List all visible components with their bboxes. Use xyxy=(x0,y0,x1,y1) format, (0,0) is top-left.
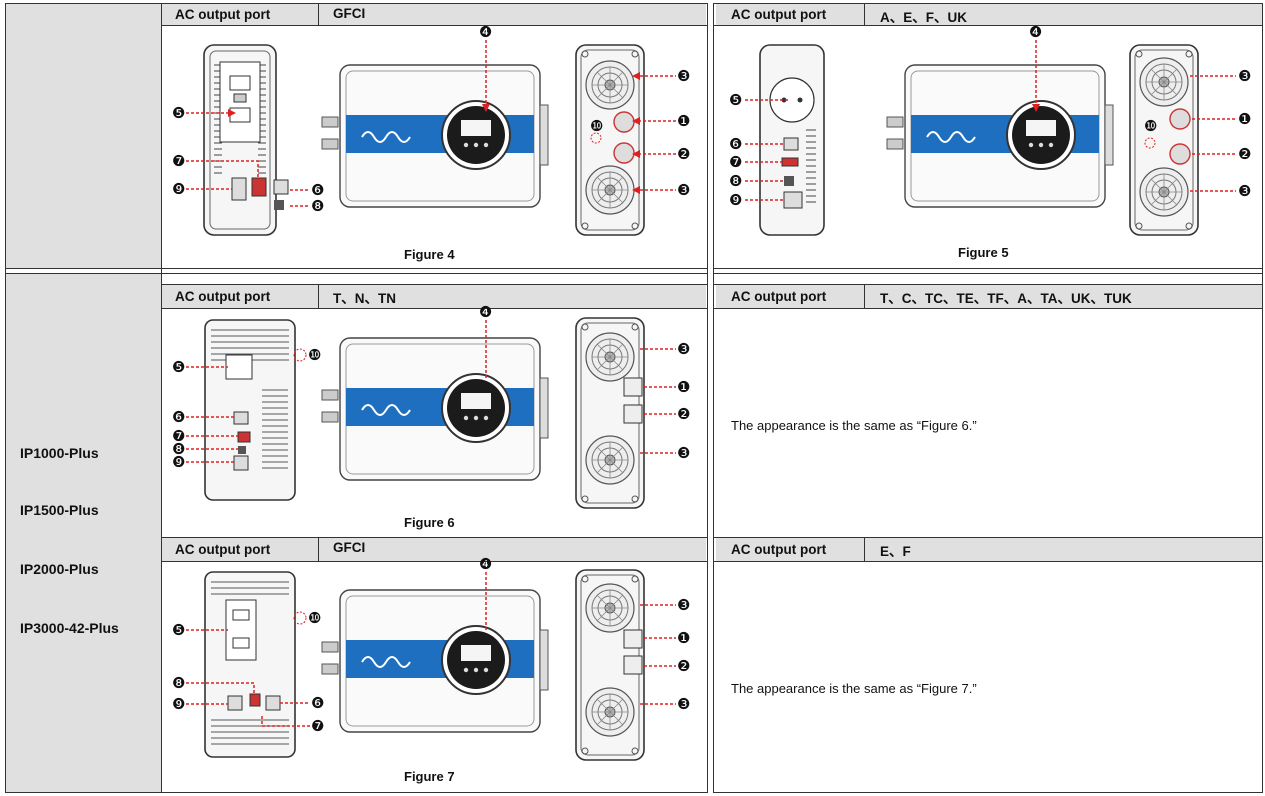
header-label: AC output port xyxy=(175,542,271,557)
header-value: GFCI xyxy=(333,6,366,21)
hdr-sep-fig6-alt xyxy=(864,284,865,308)
callout-3: ❸ xyxy=(1238,182,1251,200)
figure-caption: Figure 4 xyxy=(404,247,455,262)
callout-7: ❼ xyxy=(172,152,185,170)
hdr-sep-fig4 xyxy=(318,3,319,25)
header-label: AC output port xyxy=(731,542,827,557)
callout-10: ❿ xyxy=(590,117,603,135)
callout-9: ❾ xyxy=(729,191,742,209)
callout-4: ❹ xyxy=(479,303,492,321)
callout-7: ❼ xyxy=(311,717,324,735)
callout-10: ❿ xyxy=(1144,117,1157,135)
header-row-fig4 xyxy=(161,3,706,25)
hdr-sep-fig7-alt xyxy=(864,537,865,561)
appearance-note: The appearance is the same as “Figure 6.… xyxy=(731,418,977,433)
callout-3: ❸ xyxy=(1238,67,1251,85)
callout-3: ❸ xyxy=(677,67,690,85)
header-label: AC output port xyxy=(175,7,271,22)
callout-2: ❷ xyxy=(677,145,690,163)
header-value: GFCI xyxy=(333,540,366,555)
appearance-note: The appearance is the same as “Figure 7.… xyxy=(731,681,977,696)
figure-4-illustration: ❹ ❺ ❼ ❾ ❻ ❽ ❸ ❶ ❷ ❸ ❿ xyxy=(172,23,690,236)
header-row-fig6 xyxy=(161,284,706,308)
figure-caption: Figure 7 xyxy=(404,769,455,784)
callout-5: ❺ xyxy=(172,358,185,376)
callout-5: ❺ xyxy=(172,104,185,122)
callout-2: ❷ xyxy=(677,405,690,423)
callout-7: ❼ xyxy=(729,153,742,171)
model-label: IP1500-Plus xyxy=(20,502,99,518)
section-divider xyxy=(5,268,1263,274)
callout-7: ❼ xyxy=(172,427,185,445)
header-label: AC output port xyxy=(731,7,827,22)
callout-9: ❾ xyxy=(172,695,185,713)
col-divider xyxy=(707,3,714,793)
callout-2: ❷ xyxy=(677,657,690,675)
left-label-column-top xyxy=(5,3,161,269)
header-value: T、N、TN xyxy=(333,291,396,306)
model-label: IP2000-Plus xyxy=(20,561,99,577)
model-label: IP1000-Plus xyxy=(20,445,99,461)
figure-6-illustration: ❹ ❺ ❿ ❻ ❼ ❽ ❾ ❸ ❶ ❷ ❸ xyxy=(172,303,690,509)
hdr-sep-fig7 xyxy=(318,537,319,561)
callout-5: ❺ xyxy=(172,621,185,639)
callout-6: ❻ xyxy=(729,135,742,153)
hdr-sep-fig5 xyxy=(864,3,865,25)
rule-right xyxy=(1262,3,1263,793)
header-label: AC output port xyxy=(731,289,827,304)
callout-6: ❻ xyxy=(172,408,185,426)
callout-1: ❶ xyxy=(677,378,690,396)
callout-4: ❹ xyxy=(1029,23,1042,41)
header-value: T、C、TC、TE、TF、A、TA、UK、TUK xyxy=(880,291,1132,306)
callout-4: ❹ xyxy=(479,23,492,41)
callout-4: ❹ xyxy=(479,555,492,573)
callout-6: ❻ xyxy=(311,694,324,712)
callout-1: ❶ xyxy=(677,112,690,130)
model-label: IP3000-42-Plus xyxy=(20,620,119,636)
callout-2: ❷ xyxy=(1238,145,1251,163)
callout-3: ❸ xyxy=(677,340,690,358)
callout-9: ❾ xyxy=(172,180,185,198)
callout-10: ❿ xyxy=(308,609,321,627)
callout-3: ❸ xyxy=(677,596,690,614)
callout-9: ❾ xyxy=(172,453,185,471)
rule-top xyxy=(5,3,1263,4)
callout-8: ❽ xyxy=(172,674,185,692)
left-label-column-bottom xyxy=(5,274,161,792)
figure-caption: Figure 6 xyxy=(404,515,455,530)
callout-10: ❿ xyxy=(308,346,321,364)
rule-col1 xyxy=(161,3,162,793)
callout-5: ❺ xyxy=(729,91,742,109)
rule-bottom xyxy=(5,792,1263,793)
header-label: AC output port xyxy=(175,289,271,304)
figure-caption: Figure 5 xyxy=(958,245,1009,260)
header-value: E、F xyxy=(880,544,911,559)
figure-7-illustration: ❹ ❺ ❿ ❽ ❾ ❻ ❼ ❸ ❶ ❷ ❸ xyxy=(172,555,690,761)
callout-3: ❸ xyxy=(677,695,690,713)
header-row-fig7-alt xyxy=(716,537,1262,561)
figure-5-illustration: ❹ ❺ ❻ ❼ ❽ ❾ ❸ ❶ ❷ ❸ ❿ xyxy=(729,23,1251,236)
callout-3: ❸ xyxy=(677,444,690,462)
callout-1: ❶ xyxy=(677,629,690,647)
hdr-sep-fig6 xyxy=(318,284,319,308)
header-row-fig6-alt xyxy=(716,284,1262,308)
callout-8: ❽ xyxy=(311,197,324,215)
callout-6: ❻ xyxy=(311,181,324,199)
callout-3: ❸ xyxy=(677,181,690,199)
header-value: A、E、F、UK xyxy=(880,10,967,25)
header-row-fig7 xyxy=(161,537,706,561)
callout-1: ❶ xyxy=(1238,110,1251,128)
rule-left xyxy=(5,3,6,793)
callout-8: ❽ xyxy=(172,440,185,458)
callout-8: ❽ xyxy=(729,172,742,190)
header-row-fig5 xyxy=(716,3,1262,25)
